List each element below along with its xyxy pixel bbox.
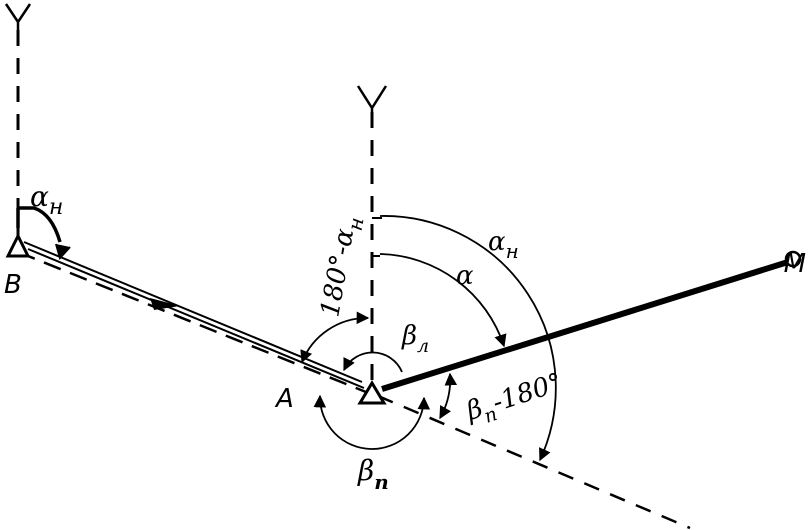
point-m-label: M — [784, 249, 806, 279]
ba-dashed-line — [17, 250, 367, 394]
left-north-axis — [4, 3, 32, 240]
point-b-label: B — [4, 270, 22, 300]
alpha-n-label: αн — [488, 227, 519, 263]
station-b-triangle-icon — [5, 232, 31, 258]
direction-arrow-icon — [150, 298, 180, 310]
center-north-axis — [356, 85, 388, 388]
beta-p-minus-180-arc — [439, 372, 458, 420]
ba-extension-dashed-line — [377, 394, 691, 530]
beta-p-label: βп — [357, 454, 389, 494]
alpha-n-arc — [379, 215, 557, 462]
beta-p-arc — [313, 394, 431, 450]
beta-l-arc — [343, 351, 403, 373]
alpha-label: α — [456, 261, 474, 291]
am-thick-line — [381, 259, 789, 392]
beta-l-label: βл — [401, 321, 429, 357]
alpha-n-b-arrow-icon — [55, 243, 71, 261]
angle-180-minus-alpha-n-label: 180°-αн — [315, 213, 368, 320]
station-a-triangle-icon — [357, 380, 387, 405]
alpha-n-b-label: αн — [30, 180, 63, 220]
arc-180-minus-alpha-n — [300, 311, 370, 364]
point-m-marker — [784, 250, 802, 268]
ba-double-line — [23, 241, 365, 389]
left-y-axis-arrow-icon — [4, 3, 32, 30]
center-y-axis-arrow-icon — [356, 85, 388, 114]
point-a-label: A — [274, 384, 294, 414]
station-b — [5, 206, 71, 261]
alpha-arc — [379, 253, 507, 348]
